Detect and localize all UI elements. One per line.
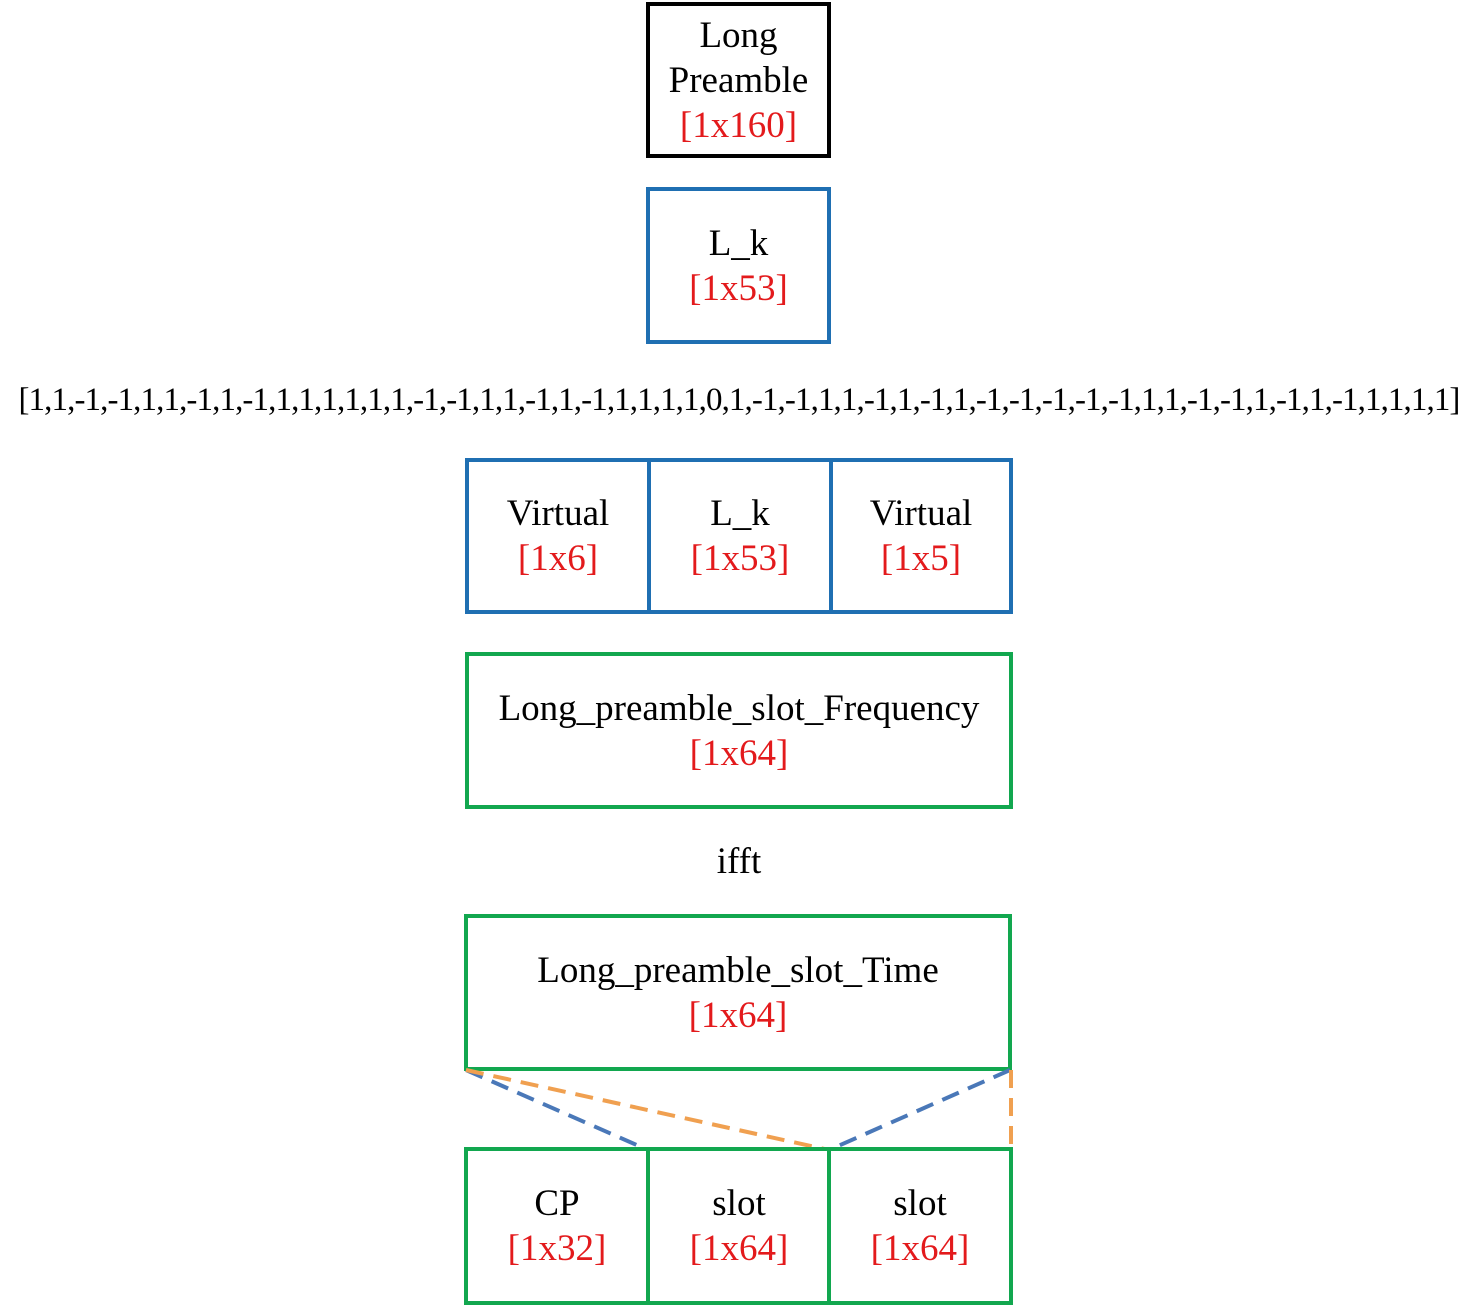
l-k-label: L_k [708, 222, 769, 264]
time-slot-dimension: [1x64] [688, 994, 788, 1036]
virtual-left-label: Virtual [506, 493, 610, 534]
ifft-label: ifft [716, 841, 762, 882]
virtual-right-box: Virtual [1x5] [829, 458, 1013, 614]
slot2-box: slot [1x64] [827, 1147, 1013, 1305]
freq-slot-dimension: [1x64] [689, 732, 789, 774]
slot1-label: slot [712, 1183, 766, 1224]
long-preamble-label-line2: Preamble [668, 59, 809, 101]
slot1-dimension: [1x64] [689, 1228, 789, 1269]
time-slot-label: Long_preamble_slot_Time [537, 949, 939, 991]
long-preamble-box: Long Preamble [1x160] [646, 2, 831, 158]
cp-label: CP [534, 1183, 580, 1224]
long-preamble-label-line1: Long [699, 14, 778, 56]
slot1-box: slot [1x64] [646, 1147, 832, 1305]
freq-slot-box: Long_preamble_slot_Frequency [1x64] [465, 652, 1013, 809]
virtual-right-label: Virtual [869, 493, 973, 534]
blue-dashed-right [828, 1068, 1011, 1152]
orange-dashed-diagonal [465, 1068, 830, 1152]
mapped-l-k-label: L_k [710, 493, 770, 534]
mapped-l-k-dimension: [1x53] [690, 538, 790, 579]
slot2-label: slot [893, 1183, 947, 1224]
l-k-dimension: [1x53] [689, 267, 788, 309]
virtual-left-dimension: [1x6] [517, 538, 599, 579]
mapped-l-k-box: L_k [1x53] [647, 458, 833, 614]
cp-dimension: [1x32] [507, 1228, 607, 1269]
virtual-right-dimension: [1x5] [880, 538, 962, 579]
freq-slot-label: Long_preamble_slot_Frequency [498, 687, 980, 729]
slot2-dimension: [1x64] [870, 1228, 970, 1269]
l-k-box: L_k [1x53] [646, 187, 831, 344]
cp-box: CP [1x32] [464, 1147, 650, 1305]
l-k-sequence: [1,1,-1,-1,1,1,-1,1,-1,1,1,1,1,1,1,-1,-1… [18, 382, 1460, 418]
long-preamble-dimension: [1x160] [679, 104, 798, 146]
blue-dashed-left [465, 1068, 649, 1152]
time-slot-box: Long_preamble_slot_Time [1x64] [464, 914, 1012, 1071]
